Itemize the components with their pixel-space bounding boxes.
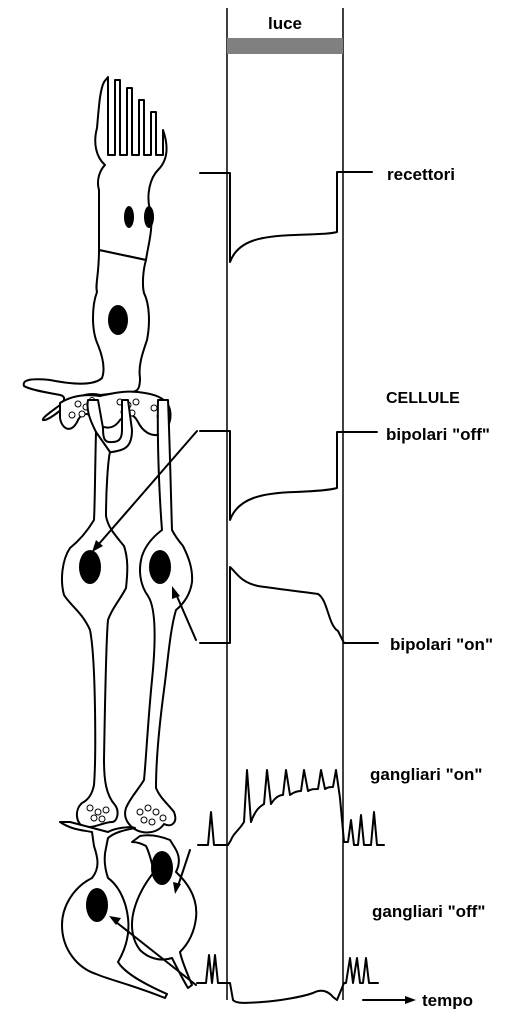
bipolar-cell-off: [62, 400, 132, 827]
photoreceptor-organelle: [144, 206, 154, 228]
cells-heading: CELLULE: [386, 390, 460, 407]
ganglion-off-trace: [197, 955, 378, 1003]
bipolar-off-label: bipolari "off": [386, 425, 490, 444]
ganglion-on-trace: [198, 770, 384, 845]
photoreceptor-outer-segment: [95, 77, 166, 260]
receptors-label: recettori: [387, 165, 455, 184]
ganglion-off-label: gangliari "off": [372, 902, 485, 921]
ganglion-on-nucleus: [151, 851, 173, 885]
photoreceptor-nucleus: [108, 305, 128, 335]
light-bar: [227, 38, 343, 54]
ganglion-on-label: gangliari "on": [370, 765, 482, 784]
photoreceptor-organelle: [124, 206, 134, 228]
bipolar-on-body: [125, 400, 192, 833]
bipolar-on-label: bipolari "on": [390, 635, 493, 654]
bipolar-off-nucleus: [79, 550, 101, 584]
photoreceptor-terminal: [60, 392, 171, 436]
light-window: luce: [227, 8, 343, 1000]
bipolar-off-body: [62, 432, 127, 827]
photoreceptor-cell: [24, 77, 171, 435]
bipolar-on-nucleus: [149, 550, 171, 584]
ganglion-off-nucleus: [86, 888, 108, 922]
bipolar-cell-on: [125, 400, 192, 833]
time-label: tempo: [422, 991, 473, 1009]
receptor-trace: [200, 172, 372, 262]
time-arrow: [363, 996, 416, 1004]
light-label: luce: [268, 14, 302, 33]
